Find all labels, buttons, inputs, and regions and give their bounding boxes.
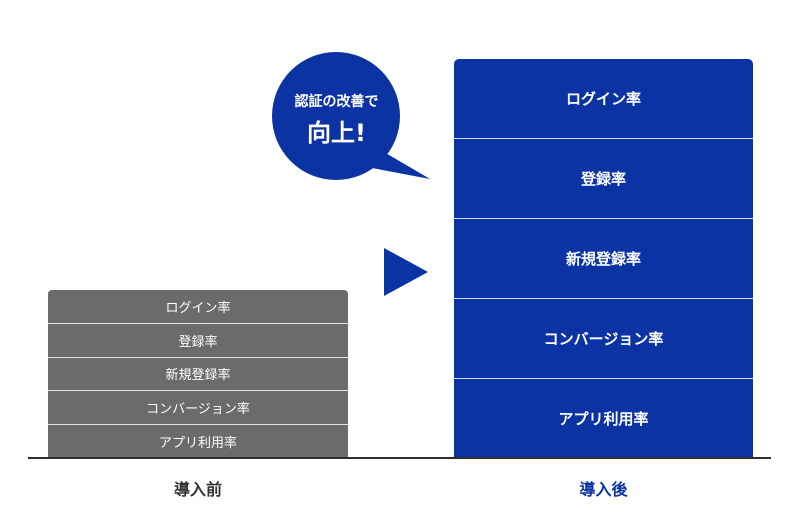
before-metric-app-usage-rate: アプリ利用率 <box>48 425 348 458</box>
before-caption: 導入前 <box>173 480 222 499</box>
before-metric-conversion-rate: コンバージョン率 <box>48 391 348 426</box>
after-metric-login-rate: ログイン率 <box>454 59 753 139</box>
before-metric-registration-rate: 登録率 <box>48 323 348 358</box>
after-metric-new-registration-rate: 新規登録率 <box>454 219 753 299</box>
after-stack: ログイン率 登録率 新規登録率 コンバージョン率 アプリ利用率 <box>454 59 753 458</box>
after-metric-app-usage-rate: アプリ利用率 <box>454 379 753 458</box>
before-stack: ログイン率 登録率 新規登録率 コンバージョン率 アプリ利用率 <box>48 290 348 458</box>
right-arrow-icon <box>384 248 428 296</box>
speech-bubble: 認証の改善で 向上! <box>254 52 434 192</box>
bubble-text-line2: 向上! <box>307 119 366 147</box>
before-metric-login-rate: ログイン率 <box>48 290 348 324</box>
bubble-text-line1: 認証の改善で <box>294 94 379 110</box>
after-metric-registration-rate: 登録率 <box>454 139 753 219</box>
baseline <box>28 457 771 459</box>
speech-bubble-icon <box>272 52 430 180</box>
before-metric-new-registration-rate: 新規登録率 <box>48 357 348 392</box>
after-metric-conversion-rate: コンバージョン率 <box>454 299 753 379</box>
after-caption: 導入後 <box>579 480 628 499</box>
